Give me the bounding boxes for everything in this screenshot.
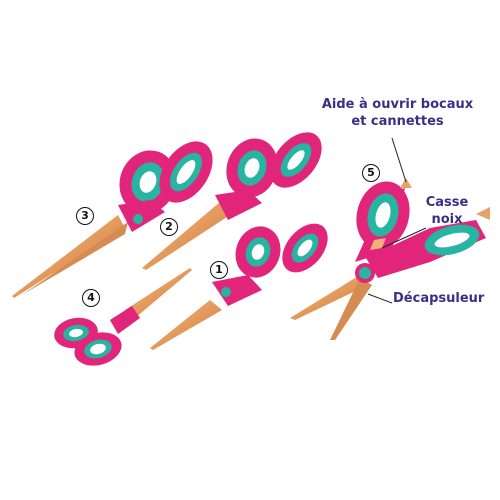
- scissors-2-finger-hole-bottom: [287, 150, 305, 170]
- bottle-opener-callout: Décapsuleur: [393, 291, 485, 306]
- badge-2: 2: [160, 218, 178, 236]
- jar-opener-pointer-line: [391, 137, 407, 183]
- scissors-5-blade-left: [290, 275, 368, 320]
- scissors-3-finger-hole-bottom: [176, 160, 196, 184]
- scissors-5-finger-hole-bottom: [434, 232, 470, 248]
- scissors-3: [12, 141, 213, 298]
- scissors-4-blade: [125, 268, 192, 318]
- scissors-3-finger-hole-top: [139, 171, 157, 193]
- scissors-5-pivot: [359, 267, 371, 279]
- jar-opener-label-line1: Aide à ouvrir bocaux: [321, 97, 474, 112]
- scissors-1-finger-hole-top: [251, 244, 265, 260]
- jar-opener-label-line2: et cannettes: [351, 114, 444, 129]
- scissors-1-pivot-body: [212, 275, 262, 306]
- nutcracker-label-line1: Casse: [425, 195, 469, 210]
- scissors-5-handle-tip: [476, 207, 490, 220]
- scissors-2: [142, 132, 322, 270]
- nutcracker-callout: Casse noix: [424, 194, 470, 228]
- badge-3: 3: [76, 207, 94, 225]
- scissors-1-pivot: [221, 287, 231, 297]
- scissors-4-pivot-body: [110, 306, 140, 334]
- scissors-1-blade: [150, 300, 222, 350]
- scissors-4-finger-hole-bottom: [90, 343, 106, 355]
- badge-1: 1: [210, 261, 228, 279]
- bottle-opener-pointer-line: [367, 293, 393, 304]
- scissors-4: [54, 268, 192, 366]
- scissors-2-pivot-body: [215, 190, 262, 220]
- scissors-5: [290, 178, 490, 340]
- nutcracker-label-line2: noix: [431, 212, 463, 227]
- scissors-1-finger-hole-bottom: [297, 239, 313, 257]
- badge-5: 5: [362, 164, 380, 182]
- scissors-2-finger-hole-top: [244, 158, 260, 178]
- scissors-2-blade: [142, 202, 230, 270]
- scissors-3-blade-lower: [22, 222, 128, 295]
- scissors-4-finger-hole-top: [69, 328, 83, 338]
- nutcracker-pointer-line: [381, 227, 427, 249]
- scissors-5-jar-opener-tip: [400, 178, 412, 188]
- scissors-5-finger-hole-top: [375, 202, 391, 228]
- scissors-5-nutcracker-teeth: [370, 238, 386, 250]
- badge-4: 4: [82, 289, 100, 307]
- scissors-5-blade-right: [330, 278, 372, 340]
- scissors-3-pivot: [133, 214, 143, 224]
- scissors-1: [150, 223, 328, 350]
- scissors-3-blade: [12, 215, 125, 298]
- jar-opener-callout: Aide à ouvrir bocaux et cannettes: [320, 96, 475, 130]
